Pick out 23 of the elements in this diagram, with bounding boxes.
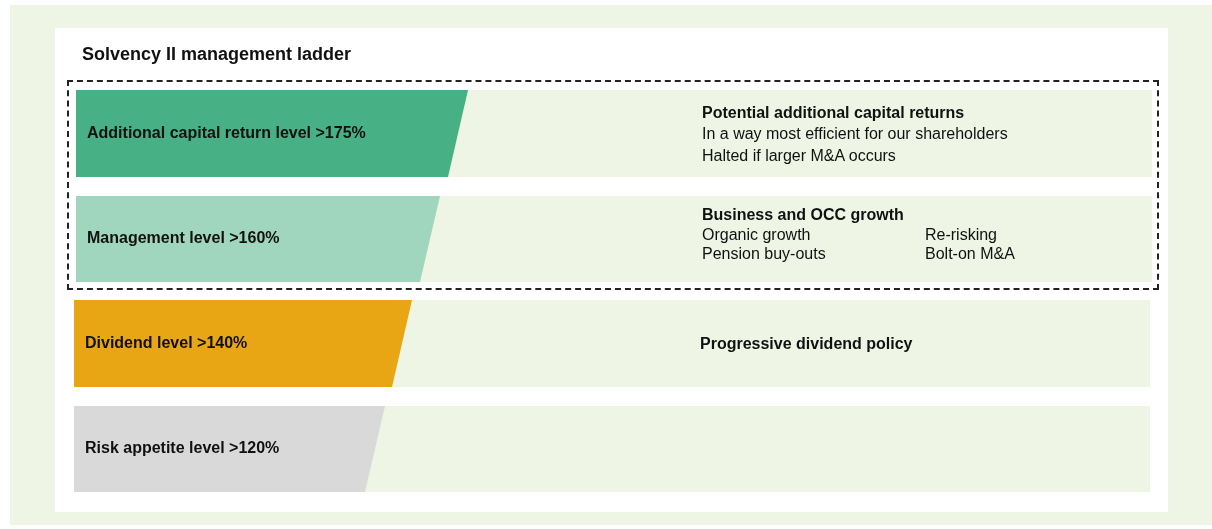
action-item: Halted if larger M&A occurs <box>702 147 896 165</box>
action-item: In a way most efficient for our shareholders <box>702 125 1008 143</box>
action-item: Organic growth <box>702 226 811 244</box>
dashed-frame <box>67 80 1159 290</box>
level-band <box>74 406 1150 492</box>
action-item: Re-risking <box>925 226 997 244</box>
level-shape <box>76 196 440 282</box>
level-label: Additional capital return level >175% <box>87 123 366 142</box>
level-band <box>76 90 1152 177</box>
level-shape <box>74 300 412 387</box>
level-label: Risk appetite level >120% <box>85 439 280 457</box>
level-band <box>74 300 1150 387</box>
action-heading: Potential additional capital returns <box>702 104 965 122</box>
action-heading: Progressive dividend policy <box>700 335 913 353</box>
action-item: Bolt-on M&A <box>925 245 1015 263</box>
diagram-title: Solvency II management ladder <box>82 44 352 65</box>
level-label: Management level >160% <box>87 229 280 247</box>
action-item: Pension buy-outs <box>702 245 826 263</box>
action-heading: Business and OCC growth <box>702 206 904 224</box>
level-label: Dividend level >140% <box>85 333 248 352</box>
level-shape <box>76 90 468 177</box>
level-band <box>76 196 1152 282</box>
level-shape <box>74 406 385 492</box>
